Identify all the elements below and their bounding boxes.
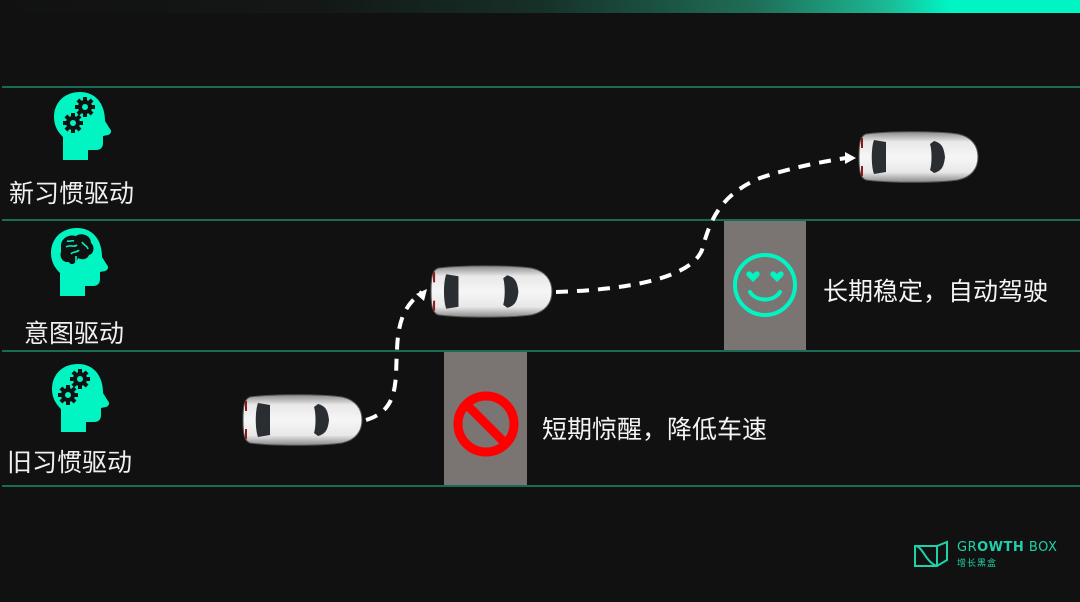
stop-description: 短期惊醒，降低车速 — [542, 415, 768, 444]
logo-title: GROWTH BOX — [957, 540, 1058, 555]
heart-eyes-smiley-icon — [733, 253, 797, 317]
lane-label-intent: 意图驱动 — [24, 319, 125, 348]
lane-divider — [2, 86, 1080, 88]
lane-divider — [2, 219, 1080, 221]
lane-divider — [2, 485, 1080, 487]
growth-box-logo-icon — [914, 540, 948, 567]
top-gradient-bar — [0, 0, 1080, 13]
prohibited-icon — [453, 391, 519, 457]
logo-subtitle: 增长黑盒 — [957, 559, 998, 569]
head-gears-icon — [54, 92, 112, 160]
head-gears-icon — [52, 364, 110, 432]
smile-description: 长期稳定，自动驾驶 — [823, 277, 1049, 306]
lane-label-old-habit: 旧习惯驱动 — [7, 448, 133, 477]
car-old-habit — [242, 394, 363, 446]
car-new-habit — [858, 131, 979, 183]
car-intent — [430, 265, 553, 318]
head-brain-icon — [51, 228, 109, 296]
lane-divider — [2, 350, 1080, 352]
lane-label-new-habit: 新习惯驱动 — [9, 179, 135, 208]
smile-stripe — [724, 221, 806, 350]
